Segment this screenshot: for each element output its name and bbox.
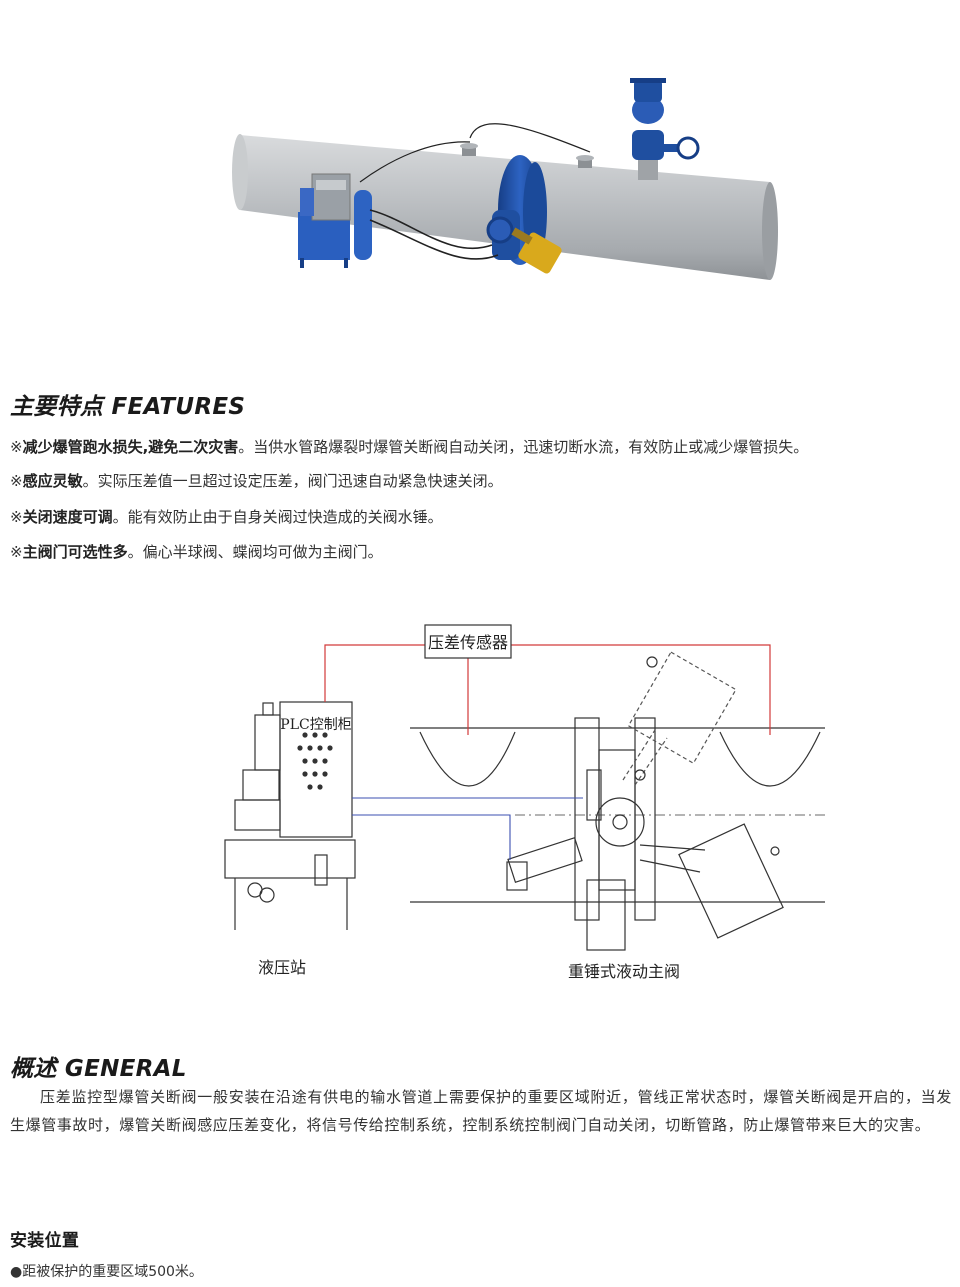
signal-lines — [324, 644, 771, 735]
install-note: ●距被保护的重要区域500米。 — [10, 1264, 203, 1280]
feature-highlight: 主阀门可选性多 — [22, 543, 128, 561]
feature-text: 。能有效防止由于自身关阀过快造成的关阀水锤。 — [112, 508, 443, 526]
hydraulic-lines — [352, 797, 583, 860]
feature-text: 。当供水管路爆裂时爆管关断阀自动关闭，迅速切断水流，有效防止或减少爆管损失。 — [238, 438, 809, 456]
features-title: 主要特点 FEATURES — [10, 394, 246, 420]
feature-text: 。偏心半球阀、蝶阀均可做为主阀门。 — [127, 543, 383, 561]
feature-text: 。实际压差值一旦超过设定压差，阀门迅速自动紧急快速关闭。 — [82, 472, 503, 490]
feature-highlight: 感应灵敏 — [22, 472, 83, 490]
feature-highlight: 减少爆管跑水损失,避免二次灾害 — [22, 438, 239, 456]
feature-item-3: ※关闭速度可调。能有效防止由于自身关阀过快造成的关阀水锤。 — [10, 507, 443, 527]
feature-marker: ※ — [10, 543, 23, 561]
butterfly-valve — [486, 155, 562, 274]
feature-marker: ※ — [10, 508, 23, 526]
pressure-tap-left — [460, 143, 478, 156]
pressure-tap-right — [576, 155, 594, 168]
sensor-label: 压差传感器 — [428, 633, 508, 652]
air-valve — [630, 78, 700, 180]
install-title: 安装位置 — [10, 1231, 80, 1251]
feature-item-4: ※主阀门可选性多。偏心半球阀、蝶阀均可做为主阀门。 — [10, 542, 383, 562]
valve-label: 重锤式液动主阀 — [568, 962, 681, 981]
general-title: 概述 GENERAL — [10, 1056, 187, 1082]
general-text: 压差监控型爆管关断阀一般安装在沿途有供电的输水管道上需要保护的重要区域附近，管线… — [10, 1088, 952, 1134]
feature-item-2: ※感应灵敏。实际压差值一旦超过设定压差，阀门迅速自动紧急快速关闭。 — [10, 471, 503, 491]
schematic-diagram: 压差传感器 PLC控制柜 — [224, 624, 825, 951]
hydraulic-station — [298, 173, 372, 268]
plc-indicator-dots — [297, 732, 333, 790]
feature-highlight: 关闭速度可调 — [22, 508, 113, 526]
plc-label: PLC控制柜 — [280, 717, 351, 733]
pipe-end — [232, 134, 248, 210]
station-label: 液压站 — [258, 958, 307, 977]
feature-item-1: ※减少爆管跑水损失,避免二次灾害。当供水管路爆裂时爆管关断阀自动关闭，迅速切断水… — [10, 437, 808, 457]
feature-marker: ※ — [10, 472, 23, 490]
feature-marker: ※ — [10, 438, 23, 456]
product-illustration — [232, 78, 778, 280]
